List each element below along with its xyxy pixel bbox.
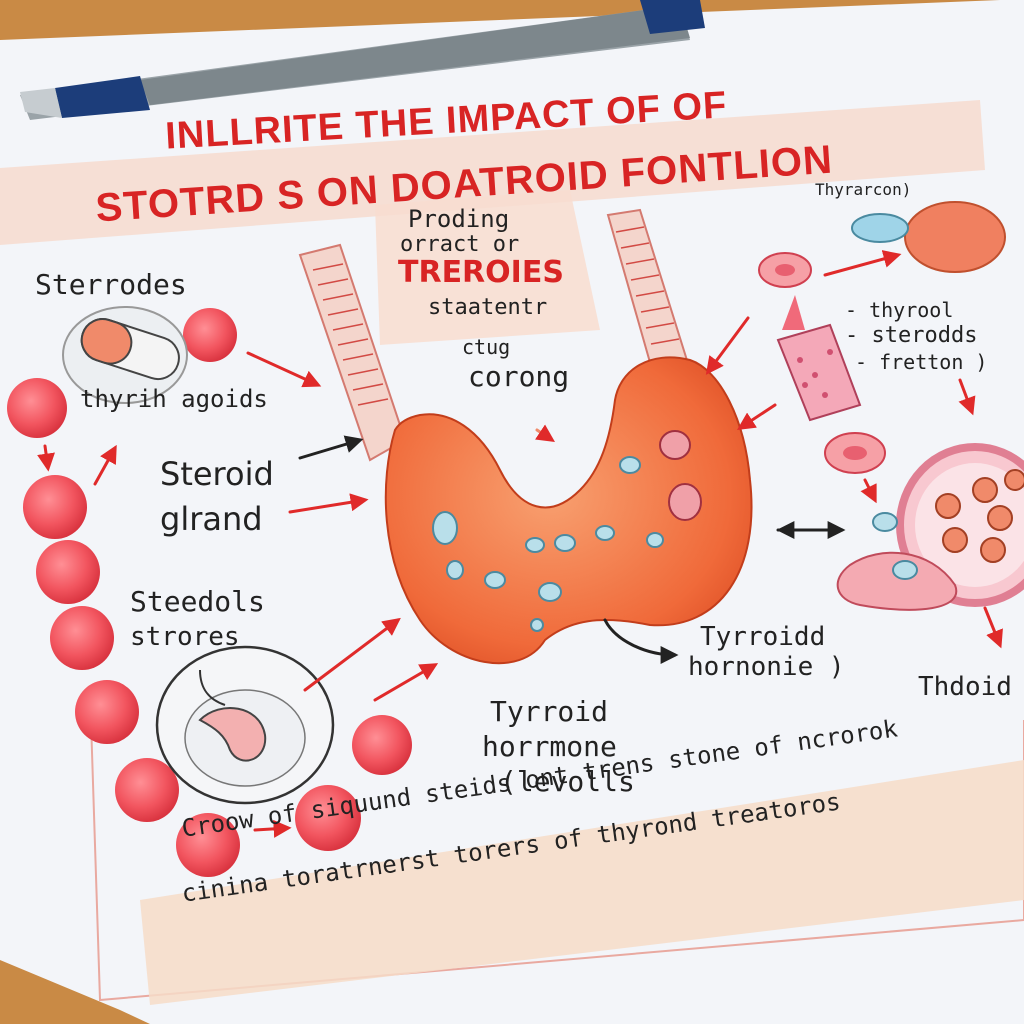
thyroid-cell-top-right <box>851 201 1006 273</box>
label-steedols: Steedols <box>130 585 265 618</box>
vessel-segment-icon <box>776 295 862 422</box>
follicle-ring-icon <box>836 443 1024 611</box>
label-tyrroid-right-1: Tyrroidd <box>700 622 826 652</box>
note-line-2: orract or <box>400 232 520 257</box>
label-glrand: glrand <box>160 500 263 538</box>
label-steroid: Steroid <box>160 455 274 493</box>
label-strores: strores <box>130 622 240 652</box>
label-thdoid: Thdoid <box>918 672 1012 702</box>
label-tyrroid-left-3: (levolls <box>500 765 635 798</box>
thyroid-gland-icon <box>384 356 753 665</box>
label-sterodds: - sterodds <box>845 323 978 348</box>
label-thyrool: - thyrool <box>845 298 954 322</box>
gland-cross-section-icon <box>155 645 335 805</box>
label-fretton: - fretton ) <box>855 350 988 374</box>
label-thyrarcon: Thyrarcon) <box>815 180 912 199</box>
note-line-6: corong <box>468 360 570 393</box>
label-tyrroid-left-2: horrmone <box>482 730 617 763</box>
note-line-3: TREROIES <box>398 255 564 290</box>
red-cell-column <box>7 308 412 877</box>
note-line-5: ctug <box>462 335 511 359</box>
label-sterrodes: Sterrodes <box>35 268 187 301</box>
label-tyrroid-right-2: hornonie ) <box>688 652 845 682</box>
note-line-1: Proding <box>408 205 510 233</box>
pill-icon <box>62 306 188 404</box>
label-thyrih-agoids: thyrih agoids <box>80 385 268 413</box>
red-cells-right <box>758 252 886 474</box>
label-tyrroid-left-1: Tyrroid <box>490 695 609 728</box>
pen-icon <box>20 0 705 120</box>
note-line-4: staatentr <box>428 295 548 320</box>
